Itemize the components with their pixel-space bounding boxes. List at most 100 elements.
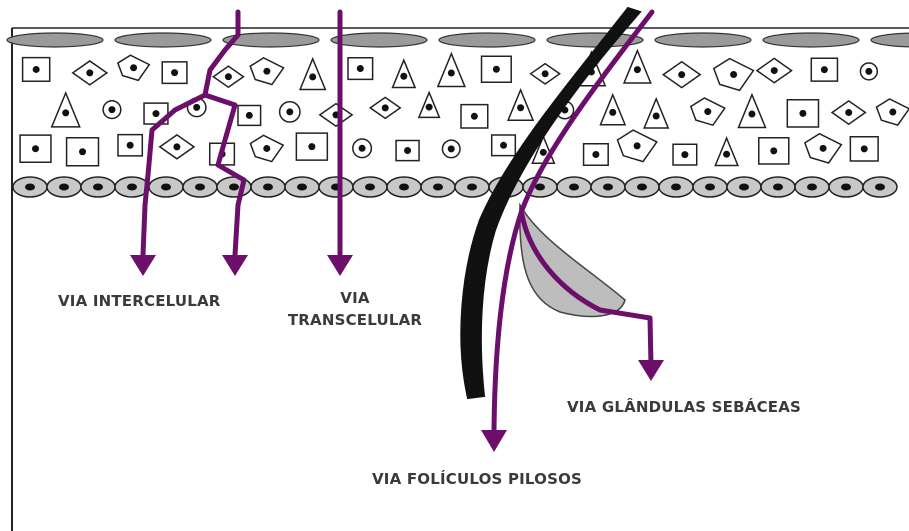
cell-nucleus-icon <box>193 104 200 111</box>
cell-nucleus-icon <box>399 184 409 191</box>
cell-nucleus-icon <box>845 109 852 116</box>
cell-nucleus-icon <box>535 184 545 191</box>
cell-nucleus-icon <box>770 147 777 154</box>
cell-nucleus-icon <box>426 104 433 111</box>
cell-nucleus-icon <box>79 148 86 155</box>
cell-nucleus-icon <box>542 70 549 77</box>
cell-nucleus-icon <box>400 73 407 80</box>
cell-nucleus-icon <box>603 184 613 191</box>
cell-nucleus-icon <box>771 67 778 74</box>
corneocyte <box>331 33 427 47</box>
cell-nucleus-icon <box>821 66 828 73</box>
label-transcellular-line2: TRANSCELULAR <box>270 309 440 331</box>
cell-nucleus-icon <box>875 184 885 191</box>
corneocyte <box>439 33 535 47</box>
cell-nucleus-icon <box>861 145 868 152</box>
label-intercellular: VIA INTERCELULAR <box>58 290 221 312</box>
cell-nucleus-icon <box>634 66 641 73</box>
cell-nucleus-icon <box>152 110 159 117</box>
cell-nucleus-icon <box>32 145 39 152</box>
cell-nucleus-icon <box>86 69 93 76</box>
cell-nucleus-icon <box>723 151 730 158</box>
cell-nucleus-icon <box>25 184 35 191</box>
cell-nucleus-icon <box>130 64 137 71</box>
intercellular-path <box>143 12 238 255</box>
cell-nucleus-icon <box>246 112 253 119</box>
cell-nucleus-icon <box>357 65 364 72</box>
cell-nucleus-icon <box>365 184 375 191</box>
corneocyte <box>763 33 859 47</box>
corneocyte <box>655 33 751 47</box>
cell-nucleus-icon <box>889 109 896 116</box>
corneocyte <box>115 33 211 47</box>
arrow-follicles <box>481 430 507 452</box>
cell-nucleus-icon <box>433 184 443 191</box>
cell-nucleus-icon <box>500 142 507 149</box>
cell-nucleus-icon <box>359 145 366 152</box>
cell-nucleus-icon <box>225 73 232 80</box>
cell-nucleus-icon <box>739 184 749 191</box>
cell-nucleus-icon <box>748 111 755 118</box>
cell-nucleus-icon <box>609 109 616 116</box>
cell-nucleus-icon <box>263 184 273 191</box>
cell-nucleus-icon <box>517 104 524 111</box>
cell-nucleus-icon <box>653 112 660 119</box>
stratum-corneum <box>7 33 909 47</box>
cell-nucleus-icon <box>309 73 316 80</box>
cell-nucleus-icon <box>471 113 478 120</box>
cell-nucleus-icon <box>569 184 579 191</box>
cell-nucleus-icon <box>637 184 647 191</box>
cell-nucleus-icon <box>592 151 599 158</box>
cell-nucleus-icon <box>634 142 641 149</box>
cell-nucleus-icon <box>263 68 270 75</box>
cell-nucleus-icon <box>108 106 115 113</box>
cell-nucleus-icon <box>59 184 69 191</box>
cell-nucleus-icon <box>540 149 547 156</box>
cell-nucleus-icon <box>382 104 389 111</box>
arrow-intercellular-left <box>130 255 156 276</box>
label-transcellular: VIA TRANSCELULAR <box>270 287 440 331</box>
cell-nucleus-icon <box>448 145 455 152</box>
cell-nucleus-icon <box>173 143 180 150</box>
cell-nucleus-icon <box>799 110 806 117</box>
cell-nucleus-icon <box>195 184 205 191</box>
cell-nucleus-icon <box>493 66 500 73</box>
cell-nucleus-icon <box>681 151 688 158</box>
cell-nucleus-icon <box>93 184 103 191</box>
cell-nucleus-icon <box>820 145 827 152</box>
label-follicles: VIA FOLÍCULOS PILOSOS <box>372 468 582 490</box>
arrow-sebaceous <box>638 360 664 381</box>
label-transcellular-line1: VIA <box>270 287 440 309</box>
cell-nucleus-icon <box>807 184 817 191</box>
cell-nucleus-icon <box>448 70 455 77</box>
corneocyte <box>7 33 103 47</box>
cell-nucleus-icon <box>297 184 307 191</box>
cell-nucleus-icon <box>773 184 783 191</box>
cell-nucleus-icon <box>467 184 477 191</box>
cell-nucleus-icon <box>841 184 851 191</box>
cell-nucleus-icon <box>678 71 685 78</box>
cell-nucleus-icon <box>62 109 69 116</box>
cell-nucleus-icon <box>705 184 715 191</box>
cell-nucleus-icon <box>308 143 315 150</box>
cell-nucleus-icon <box>704 108 711 115</box>
sebaceous-gland <box>520 205 625 316</box>
arrow-intercellular-right <box>222 255 248 276</box>
cell-nucleus-icon <box>171 69 178 76</box>
cell-nucleus-icon <box>127 142 134 149</box>
corneocyte <box>871 33 909 47</box>
cell-nucleus-icon <box>404 147 411 154</box>
cell-nucleus-icon <box>865 68 872 75</box>
arrow-transcellular <box>327 255 353 276</box>
cell-nucleus-icon <box>33 66 40 73</box>
cell-nucleus-icon <box>730 71 737 78</box>
cell-nucleus-icon <box>263 145 270 152</box>
label-sebaceous: VIA GLÂNDULAS SEBÁCEAS <box>567 396 801 418</box>
cell-nucleus-icon <box>229 184 239 191</box>
cell-nucleus-icon <box>286 108 293 115</box>
cell-nucleus-icon <box>671 184 681 191</box>
epidermis-cells <box>20 51 909 166</box>
cell-nucleus-icon <box>127 184 137 191</box>
cell-nucleus-icon <box>161 184 171 191</box>
